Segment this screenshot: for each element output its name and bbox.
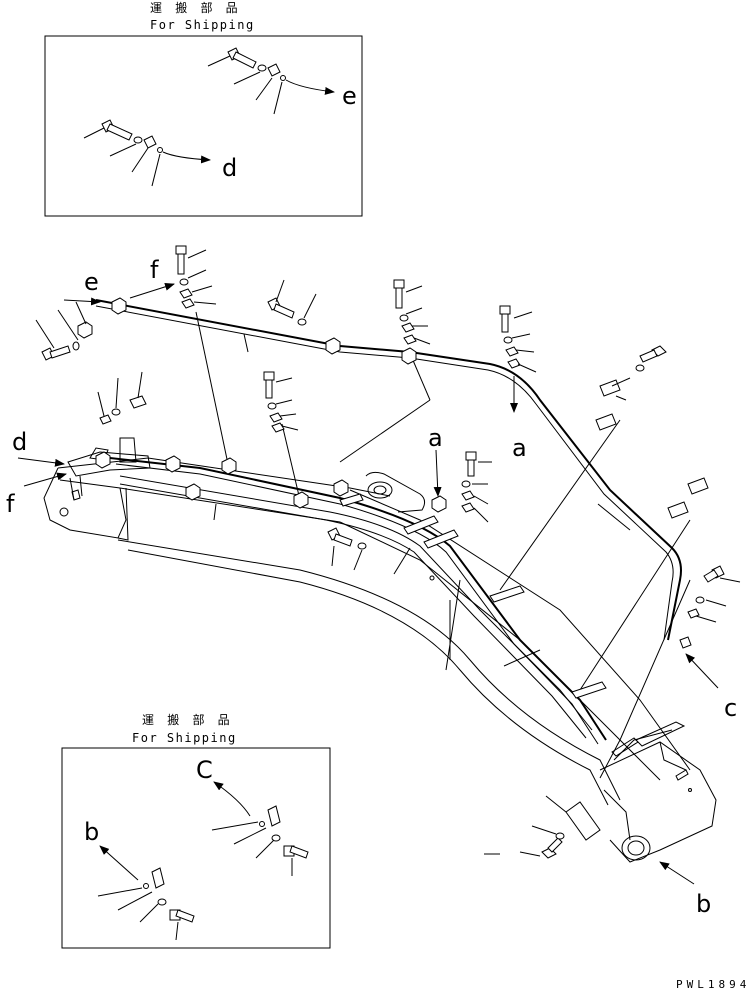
callout-e-main: e bbox=[84, 268, 99, 296]
callout-c-bottom: C bbox=[196, 756, 213, 784]
bolt-set-c bbox=[211, 781, 309, 876]
callout-a-upper: a bbox=[428, 424, 443, 452]
shipping-box-bottom: 運 搬 部 品 For Shipping C bbox=[61, 712, 331, 949]
shipping-label-jp-bottom: 運 搬 部 品 bbox=[142, 712, 233, 727]
callout-d-top: d bbox=[222, 154, 237, 182]
hydraulic-lines bbox=[95, 299, 691, 779]
callout-e-top: e bbox=[342, 82, 357, 110]
shipping-label-jp: 運 搬 部 品 bbox=[150, 0, 241, 15]
bolt-set-b bbox=[97, 845, 195, 941]
fasteners-main bbox=[35, 245, 741, 859]
callout-f-main: f bbox=[150, 256, 159, 284]
callout-arrows bbox=[17, 282, 719, 885]
boom-body bbox=[43, 457, 717, 863]
shipping-box-frame-bottom bbox=[61, 747, 331, 949]
shipping-label-en-bottom: For Shipping bbox=[132, 731, 237, 745]
callout-d-main: d bbox=[12, 428, 27, 456]
bolt-set-e bbox=[207, 47, 335, 115]
shipping-box-top: 運 搬 部 品 For Shipping e bbox=[44, 0, 363, 217]
pipe-leaders bbox=[213, 333, 631, 667]
callout-b-main: b bbox=[696, 890, 711, 918]
shipping-box-frame bbox=[44, 35, 363, 217]
callout-b-bottom: b bbox=[84, 818, 99, 846]
bolt-set-d bbox=[83, 119, 211, 187]
callout-f-left: f bbox=[6, 490, 15, 518]
callout-a-lower: a bbox=[512, 434, 527, 462]
callout-c-main: c bbox=[724, 694, 737, 722]
drawing-code: PWL1894 bbox=[676, 978, 749, 991]
clamps bbox=[77, 297, 709, 699]
shipping-label-en: For Shipping bbox=[150, 18, 255, 32]
